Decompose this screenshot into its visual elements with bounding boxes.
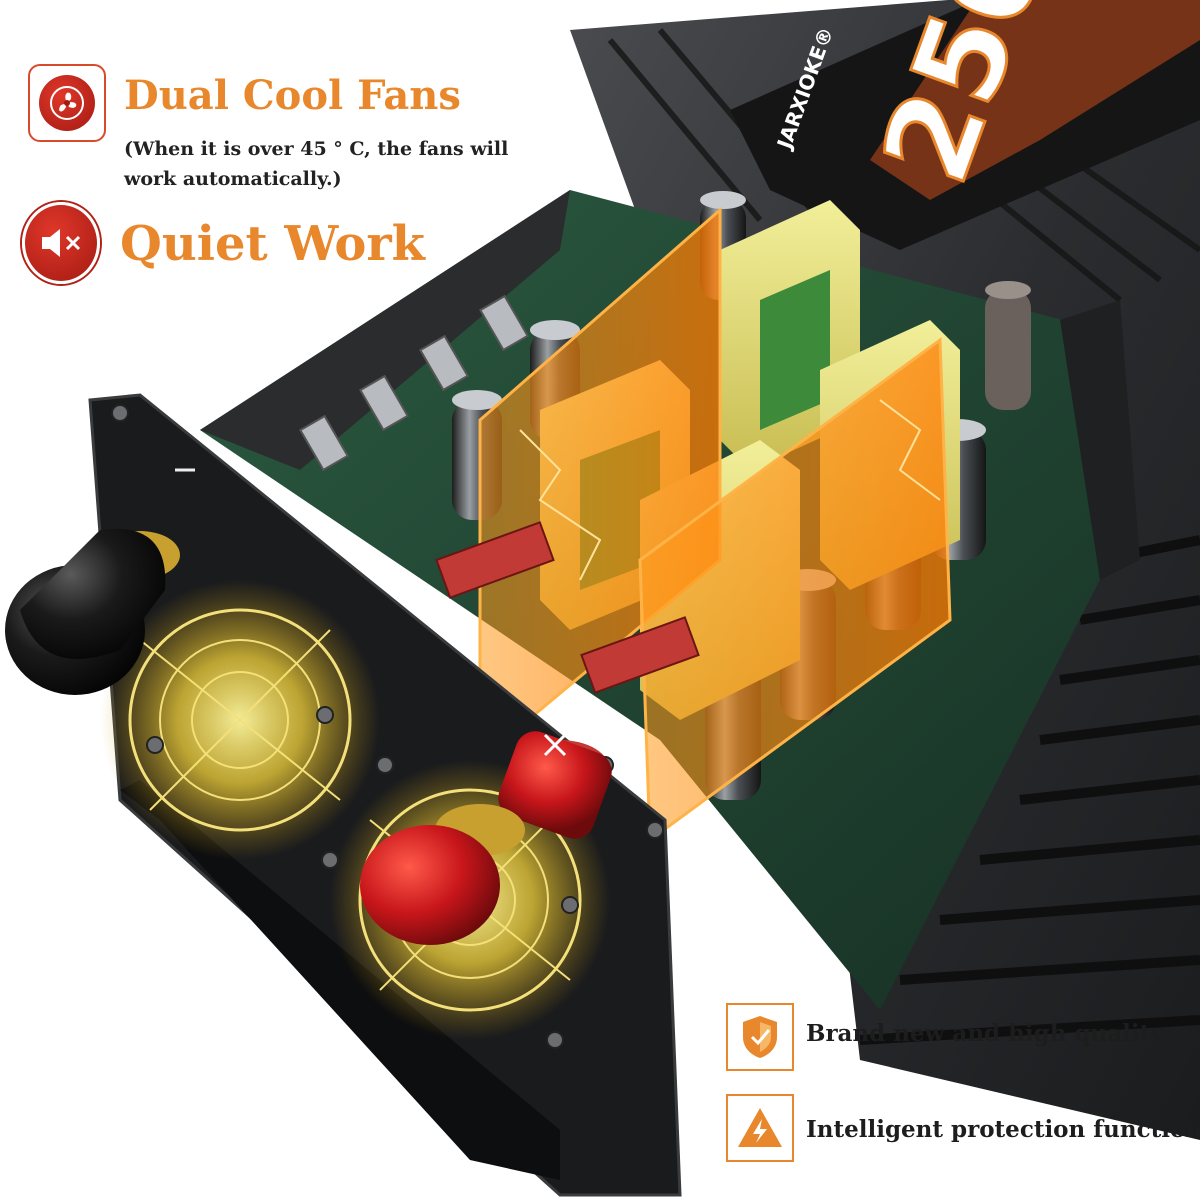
fan-icon [39, 75, 95, 131]
negative-terminal [5, 468, 195, 695]
isolation-shields [478, 206, 952, 843]
quiet-work-title: Quiet Work [120, 216, 425, 272]
badge-protection-label: Intelligent protection function [806, 1116, 1200, 1143]
dual-fans-title: Dual Cool Fans [124, 72, 461, 119]
lightning-warning-icon [726, 1094, 794, 1162]
fan-icon-box [28, 64, 106, 142]
badge-quality-label: Brand new and high quality [806, 1020, 1164, 1047]
quiet-icon-box [22, 202, 100, 284]
dual-fans-note: (When it is over 45 ° C, the fans will w… [124, 138, 509, 190]
shield-icon [726, 1003, 794, 1071]
positive-terminal [360, 731, 612, 945]
cooling-fans [100, 580, 610, 1040]
mute-speaker-icon [22, 202, 100, 284]
